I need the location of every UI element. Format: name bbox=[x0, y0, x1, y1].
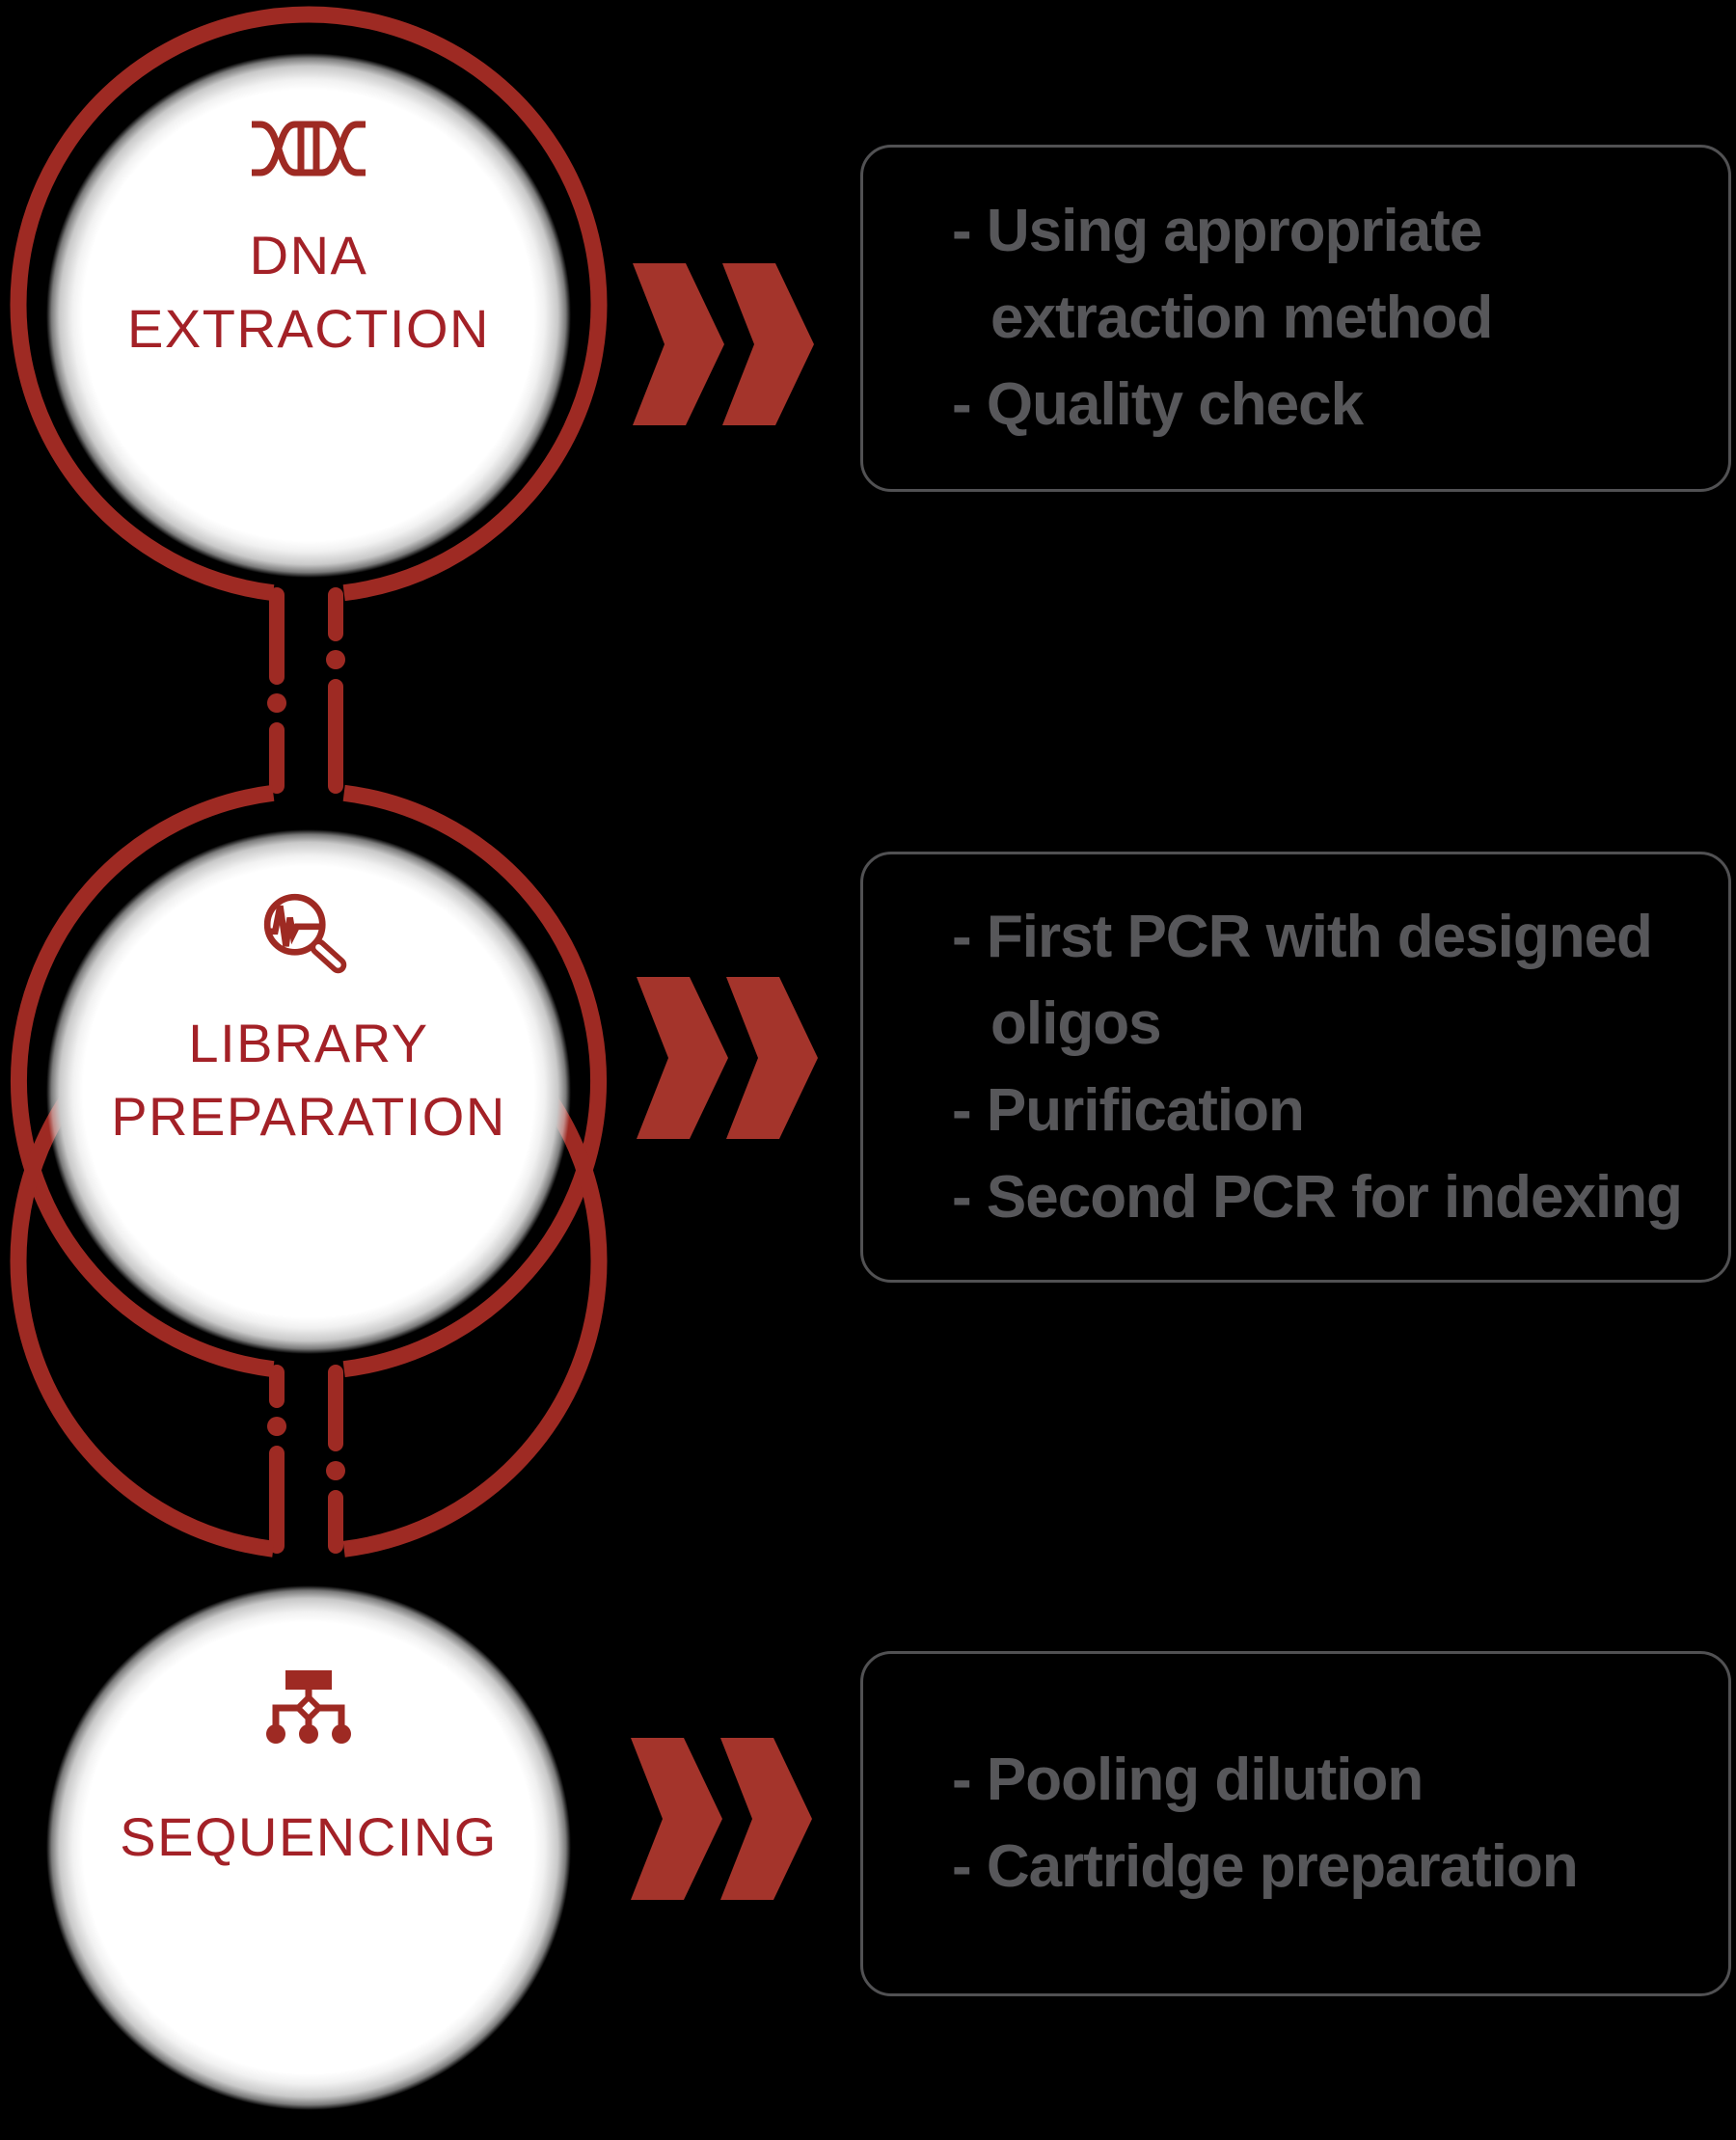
step-title-line: PREPARATION bbox=[111, 1086, 506, 1147]
detail-line: - Pooling dilution bbox=[952, 1747, 1424, 1813]
step-circle-dna-extraction: DNA EXTRACTION bbox=[46, 53, 571, 578]
double-chevron-icon-2 bbox=[637, 977, 818, 1139]
detail-line: - Using appropriate bbox=[952, 198, 1482, 264]
double-chevron-icon-1 bbox=[633, 263, 814, 425]
double-chevron-icon-3 bbox=[631, 1738, 812, 1900]
step-title-library-preparation: LIBRARY PREPARATION bbox=[111, 1007, 506, 1153]
dotted-connector-2 bbox=[267, 1365, 345, 1554]
detail-line: extraction method bbox=[990, 284, 1493, 351]
step-title-sequencing: SEQUENCING bbox=[120, 1801, 498, 1874]
step-title-line: EXTRACTION bbox=[127, 298, 490, 359]
detail-box-dna-extraction: - Using appropriate extraction method - … bbox=[860, 145, 1731, 492]
step-circle-library-preparation: LIBRARY PREPARATION bbox=[46, 829, 571, 1354]
detail-line: - Cartridge preparation bbox=[952, 1833, 1579, 1900]
detail-line: - Second PCR for indexing bbox=[952, 1163, 1683, 1231]
step1-ring bbox=[10, 6, 608, 602]
step2-ring bbox=[11, 784, 607, 1378]
dotted-connector-1 bbox=[267, 587, 345, 794]
sitemap-icon bbox=[266, 1670, 351, 1744]
step-title-line: DNA bbox=[249, 225, 368, 285]
step-title-line: LIBRARY bbox=[188, 1013, 429, 1073]
dna-helix-icon bbox=[252, 121, 366, 176]
detail-line: - First PCR with designed bbox=[952, 903, 1653, 970]
detail-box-library-preparation: - First PCR with designed oligos - Purif… bbox=[860, 852, 1731, 1283]
step-title-line: SEQUENCING bbox=[120, 1806, 498, 1867]
detail-box-sequencing: - Pooling dilution - Cartridge preparati… bbox=[860, 1651, 1731, 1996]
step-title-dna-extraction: DNA EXTRACTION bbox=[127, 219, 490, 366]
magnifier-waveform-icon bbox=[263, 893, 347, 974]
detail-line: - Purification bbox=[952, 1076, 1305, 1144]
detail-line: - Quality check bbox=[952, 371, 1364, 438]
step-circle-sequencing: SEQUENCING bbox=[46, 1585, 571, 2110]
detail-line: oligos bbox=[990, 989, 1162, 1057]
